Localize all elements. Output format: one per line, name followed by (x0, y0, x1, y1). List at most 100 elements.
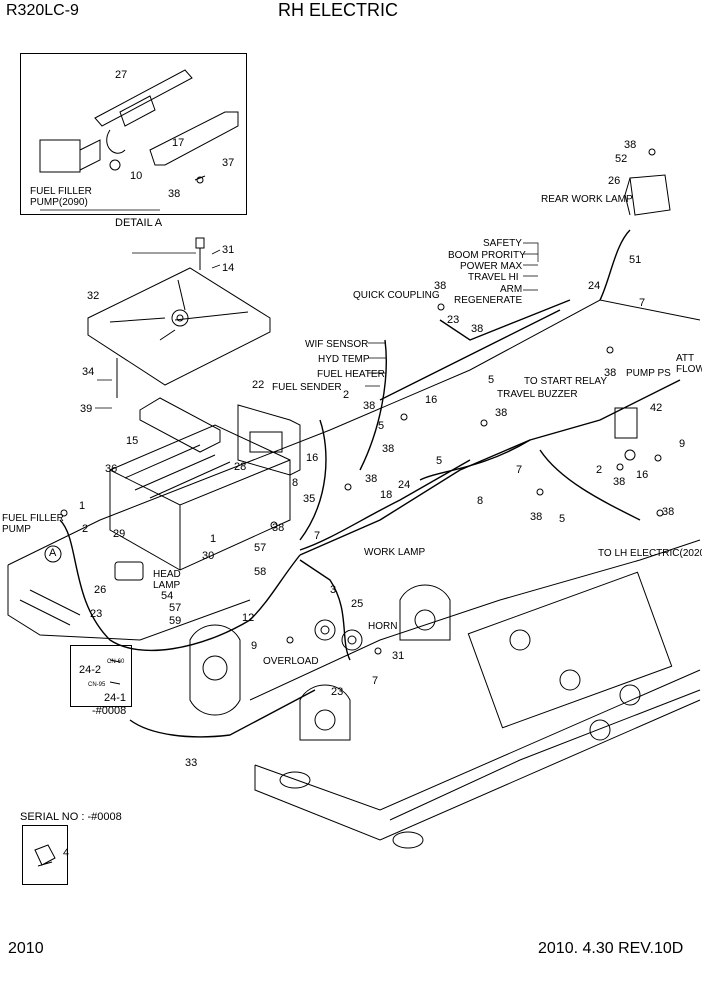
callout: 30 (202, 550, 215, 562)
callout: 3 (330, 584, 337, 596)
callout: 2 (343, 389, 350, 401)
label-wif-sensor: WIF SENSOR (305, 339, 369, 350)
callout: 7 (516, 464, 523, 476)
callout: 16 (425, 394, 438, 406)
callout: 27 (115, 69, 128, 81)
callout: 51 (629, 254, 642, 266)
callout: 7 (372, 675, 379, 687)
label-rear-work-lamp: REAR WORK LAMP (541, 194, 633, 205)
callout: 33 (185, 757, 198, 769)
callout: 14 (222, 262, 235, 274)
label-head-lamp: HEAD LAMP (153, 569, 181, 591)
label-fuel-filler-pump: FUEL FILLER PUMP (2, 513, 64, 535)
callout: 5 (378, 420, 385, 432)
callout: 5 (488, 374, 495, 386)
callout: 42 (650, 402, 663, 414)
callout: 28 (234, 461, 247, 473)
callout: 2 (596, 464, 603, 476)
callout: 38 (530, 511, 543, 523)
callout: 35 (303, 493, 316, 505)
model-name: R320LC-9 (6, 2, 79, 19)
label-travel-hi: TRAVEL HI (468, 272, 519, 283)
callout: 10 (130, 170, 143, 182)
label-work-lamp: WORK LAMP (364, 547, 426, 558)
callout: 38 (662, 506, 675, 518)
callout: 32 (87, 290, 100, 302)
label-pump-ps: PUMP PS (626, 368, 671, 379)
callout: 5 (436, 455, 443, 467)
callout: 23 (90, 608, 103, 620)
label-arm-regenerate: ARM REGENERATE (454, 284, 523, 306)
label-to-lh-electric: TO LH ELECTRIC(2020) (598, 548, 702, 559)
detail-a-box (20, 53, 247, 215)
page-number: 2010 (8, 940, 44, 957)
label-power-max: POWER MAX (460, 261, 523, 272)
callout: 38 (272, 522, 285, 534)
callout: 38 (613, 476, 626, 488)
serial-part (34, 844, 56, 867)
detail-a-title: DETAIL A (115, 217, 163, 229)
serial-detail-box (22, 825, 68, 885)
callout: 38 (624, 139, 637, 151)
label-horn: HORN (368, 621, 398, 632)
callout: 18 (380, 489, 393, 501)
label-boom-priority: BOOM PRORITY (448, 250, 526, 261)
callout: 38 (382, 443, 395, 455)
callout: 9 (251, 640, 258, 652)
label-safety: SAFETY (483, 238, 522, 249)
label-cn95: CN-95 (88, 682, 106, 688)
label-fuel-sender: FUEL SENDER (272, 382, 342, 393)
callout: 38 (495, 407, 508, 419)
callout: 1 (79, 500, 86, 512)
callout: 26 (94, 584, 107, 596)
callout: 26 (608, 175, 621, 187)
callout: 24-2 (79, 664, 102, 676)
relay (614, 407, 638, 439)
leader-lines (40, 209, 539, 409)
callout: 24-1 (104, 692, 127, 704)
detail-fuel-filler-label: FUEL FILLER PUMP(2090) (30, 186, 92, 208)
label-hyd-temp: HYD TEMP (318, 354, 370, 365)
callout: 22 (252, 379, 265, 391)
upper-frame (7, 299, 701, 849)
callout: 52 (615, 153, 628, 165)
cn-connector (109, 659, 121, 685)
label-att-flow: ATT FLOW (676, 353, 702, 375)
callout: 1 (210, 533, 217, 545)
callout: 24 (588, 280, 601, 292)
callout: 57 (169, 602, 182, 614)
callout: 29 (113, 528, 126, 540)
label-overload: OVERLOAD (263, 656, 319, 667)
revision: 2010. 4.30 REV.10D (538, 940, 684, 957)
callout: 34 (82, 366, 95, 378)
callout: 23 (331, 686, 344, 698)
callout: 16 (306, 452, 319, 464)
callout: 16 (636, 469, 649, 481)
callout: 38 (365, 473, 378, 485)
harness (59, 229, 681, 738)
callout: 7 (639, 297, 646, 309)
callout: 38 (604, 367, 617, 379)
callout: 2 (82, 523, 89, 535)
label-fuel-heater: FUEL HEATER (317, 369, 385, 380)
battery (109, 424, 291, 571)
bolt-marks (60, 148, 664, 655)
page-title: RH ELECTRIC (278, 0, 399, 20)
detail-a-art (39, 69, 239, 181)
label-to-start-relay: TO START RELAY (524, 376, 607, 387)
serial-label: SERIAL NO : -#0008 (20, 811, 122, 823)
callout: 9 (679, 438, 686, 450)
callout: 37 (222, 157, 235, 169)
fuse-box (237, 404, 301, 476)
label-circle-a: A (49, 547, 57, 559)
callout: 8 (292, 477, 299, 489)
callout: 38 (471, 323, 484, 335)
horn (314, 619, 363, 651)
label-travel-buzzer: TRAVEL BUZZER (497, 389, 578, 400)
callout: 39 (80, 403, 93, 415)
callout: 31 (392, 650, 405, 662)
callout: 5 (559, 513, 566, 525)
callout: 31 (222, 244, 235, 256)
detail-a-marker (44, 545, 62, 563)
